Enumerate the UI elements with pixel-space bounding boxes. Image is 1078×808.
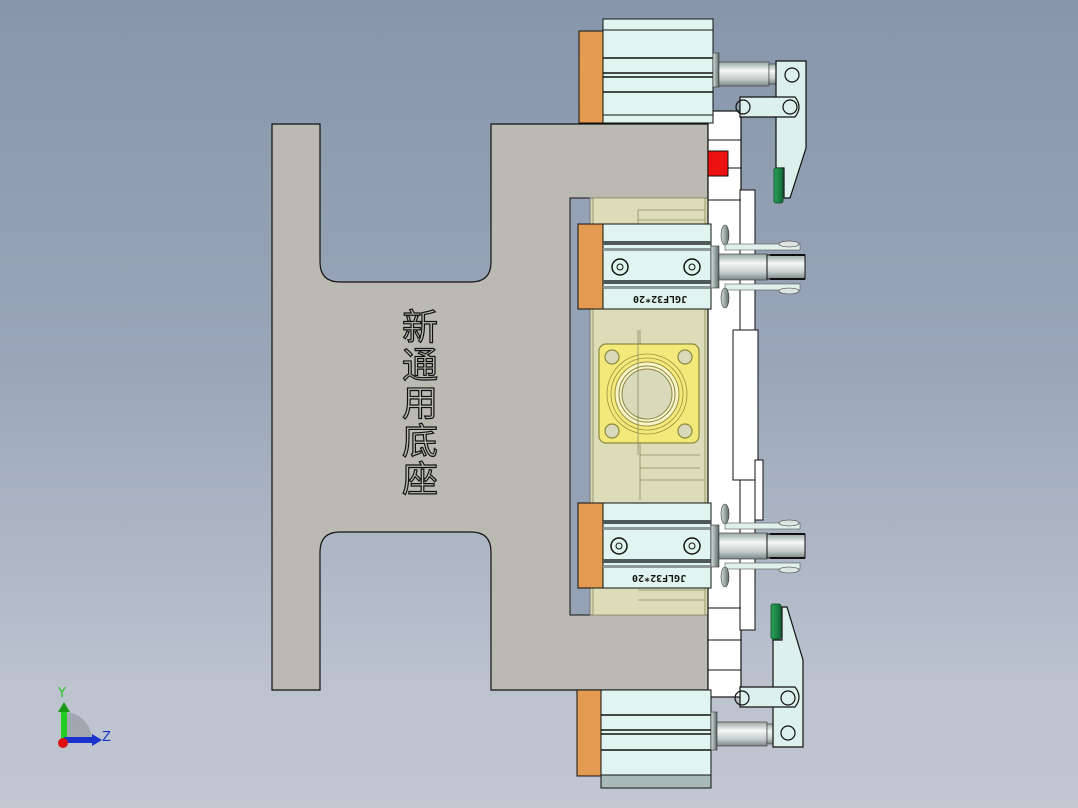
- green-indicator-bottom: [770, 603, 782, 640]
- y-axis-arrow: [61, 710, 67, 740]
- triad-quadrant: [64, 712, 92, 740]
- cylinder-bottom[interactable]: [576, 689, 776, 789]
- clamp-arm-bottom[interactable]: [734, 603, 804, 748]
- cylinder-model-label-upper: JGLF32*20: [633, 293, 688, 304]
- flange-part[interactable]: [598, 330, 700, 455]
- green-indicator-top: [773, 167, 784, 204]
- cylinder-mid-lower[interactable]: [577, 502, 806, 589]
- side-block-assembly[interactable]: [707, 110, 764, 698]
- cylinder-top[interactable]: [578, 18, 778, 124]
- cylinder-model-label-lower: JGLF32*20: [632, 572, 687, 583]
- coordinate-triad: Y Z: [52, 686, 122, 754]
- base-plate-label: 新通用底座: [395, 307, 437, 498]
- x-axis-dot: [58, 738, 68, 748]
- cylinder-mid-upper[interactable]: [577, 223, 806, 310]
- red-indicator: [707, 150, 729, 177]
- z-axis-arrow: [64, 737, 94, 743]
- clamp-arm-top[interactable]: [735, 60, 807, 204]
- z-axis-label: Z: [102, 730, 111, 745]
- y-axis-label: Y: [58, 686, 66, 701]
